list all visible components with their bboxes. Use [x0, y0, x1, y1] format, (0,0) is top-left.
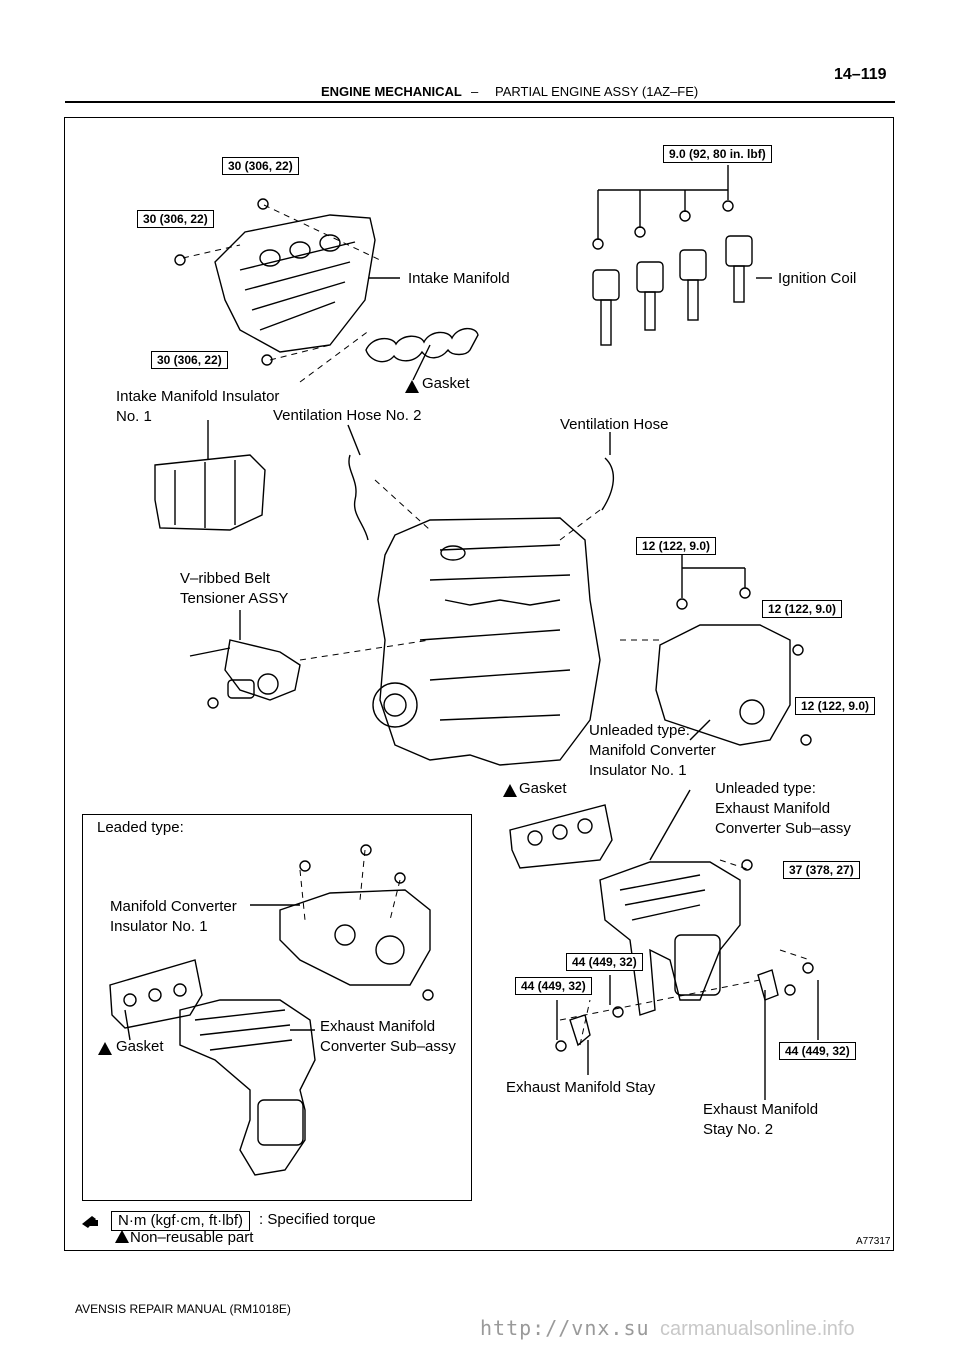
label-unleaded-exhaust-manifold: Unleaded type: Exhaust Manifold Converte… — [715, 780, 851, 837]
page-number: 14–119 — [834, 66, 887, 83]
torque-spec-exhaust-manifold: 37 (378, 27) — [783, 861, 860, 879]
watermark-link[interactable]: http://vnx.su — [480, 1316, 650, 1340]
figure-frame — [64, 117, 894, 1251]
torque-spec-ignition-coil: 9.0 (92, 80 in. lbf) — [663, 145, 772, 163]
label-gasket-exhaust: Gasket — [519, 780, 567, 797]
torque-spec-stay-2: 44 (449, 32) — [779, 1042, 856, 1060]
label-intake-manifold: Intake Manifold — [408, 270, 510, 287]
label-gasket-leaded: Gasket — [116, 1038, 164, 1055]
torque-spec-intake-left: 30 (306, 22) — [137, 210, 214, 228]
torque-spec-insulator-3: 12 (122, 9.0) — [795, 697, 876, 715]
figure-id: A77317 — [856, 1236, 891, 1247]
label-gasket-intake: Gasket — [422, 375, 470, 392]
section-title: ENGINE MECHANICAL — [321, 84, 462, 99]
torque-spec-stay-upper: 44 (449, 32) — [566, 953, 643, 971]
leaded-type-inset — [82, 814, 472, 1201]
label-exhaust-manifold-stay-2: Exhaust Manifold Stay No. 2 — [703, 1101, 819, 1138]
subsection-title: PARTIAL ENGINE ASSY (1AZ–FE) — [495, 84, 699, 99]
legend-non-reusable: Non–reusable part — [130, 1229, 254, 1246]
header-rule — [65, 101, 895, 103]
legend-torque-desc: : Specified torque — [259, 1211, 376, 1228]
legend-torque-unit: N·m (kgf·cm, ft·lbf) — [111, 1211, 250, 1231]
torque-spec-intake-upper: 30 (306, 22) — [222, 157, 299, 175]
label-exhaust-manifold-stay: Exhaust Manifold Stay — [506, 1079, 656, 1096]
label-ventilation-hose: Ventilation Hose — [560, 416, 669, 433]
torque-spec-insulator-1: 12 (122, 9.0) — [636, 537, 717, 555]
label-ventilation-hose-2: Ventilation Hose No. 2 — [273, 407, 422, 424]
torque-spec-intake-lower: 30 (306, 22) — [151, 351, 228, 369]
header-separator: – — [471, 84, 479, 99]
label-leaded-exhaust-manifold: Exhaust Manifold Converter Sub–assy — [320, 1018, 456, 1055]
label-leaded-insulator: Manifold Converter Insulator No. 1 — [110, 898, 237, 935]
label-leaded-type: Leaded type: — [97, 819, 184, 836]
label-v-ribbed-belt-tensioner: V–ribbed Belt Tensioner ASSY — [180, 570, 289, 607]
watermark-site: carmanualsonline.info — [660, 1318, 855, 1340]
footer-manual-id: AVENSIS REPAIR MANUAL (RM1018E) — [75, 1302, 291, 1316]
label-unleaded-insulator: Unleaded type: Manifold Converter Insula… — [589, 722, 716, 779]
label-intake-insulator: Intake Manifold Insulator No. 1 — [116, 388, 280, 425]
torque-spec-insulator-2: 12 (122, 9.0) — [762, 600, 843, 618]
torque-spec-stay-left: 44 (449, 32) — [515, 977, 592, 995]
label-ignition-coil: Ignition Coil — [778, 270, 857, 287]
